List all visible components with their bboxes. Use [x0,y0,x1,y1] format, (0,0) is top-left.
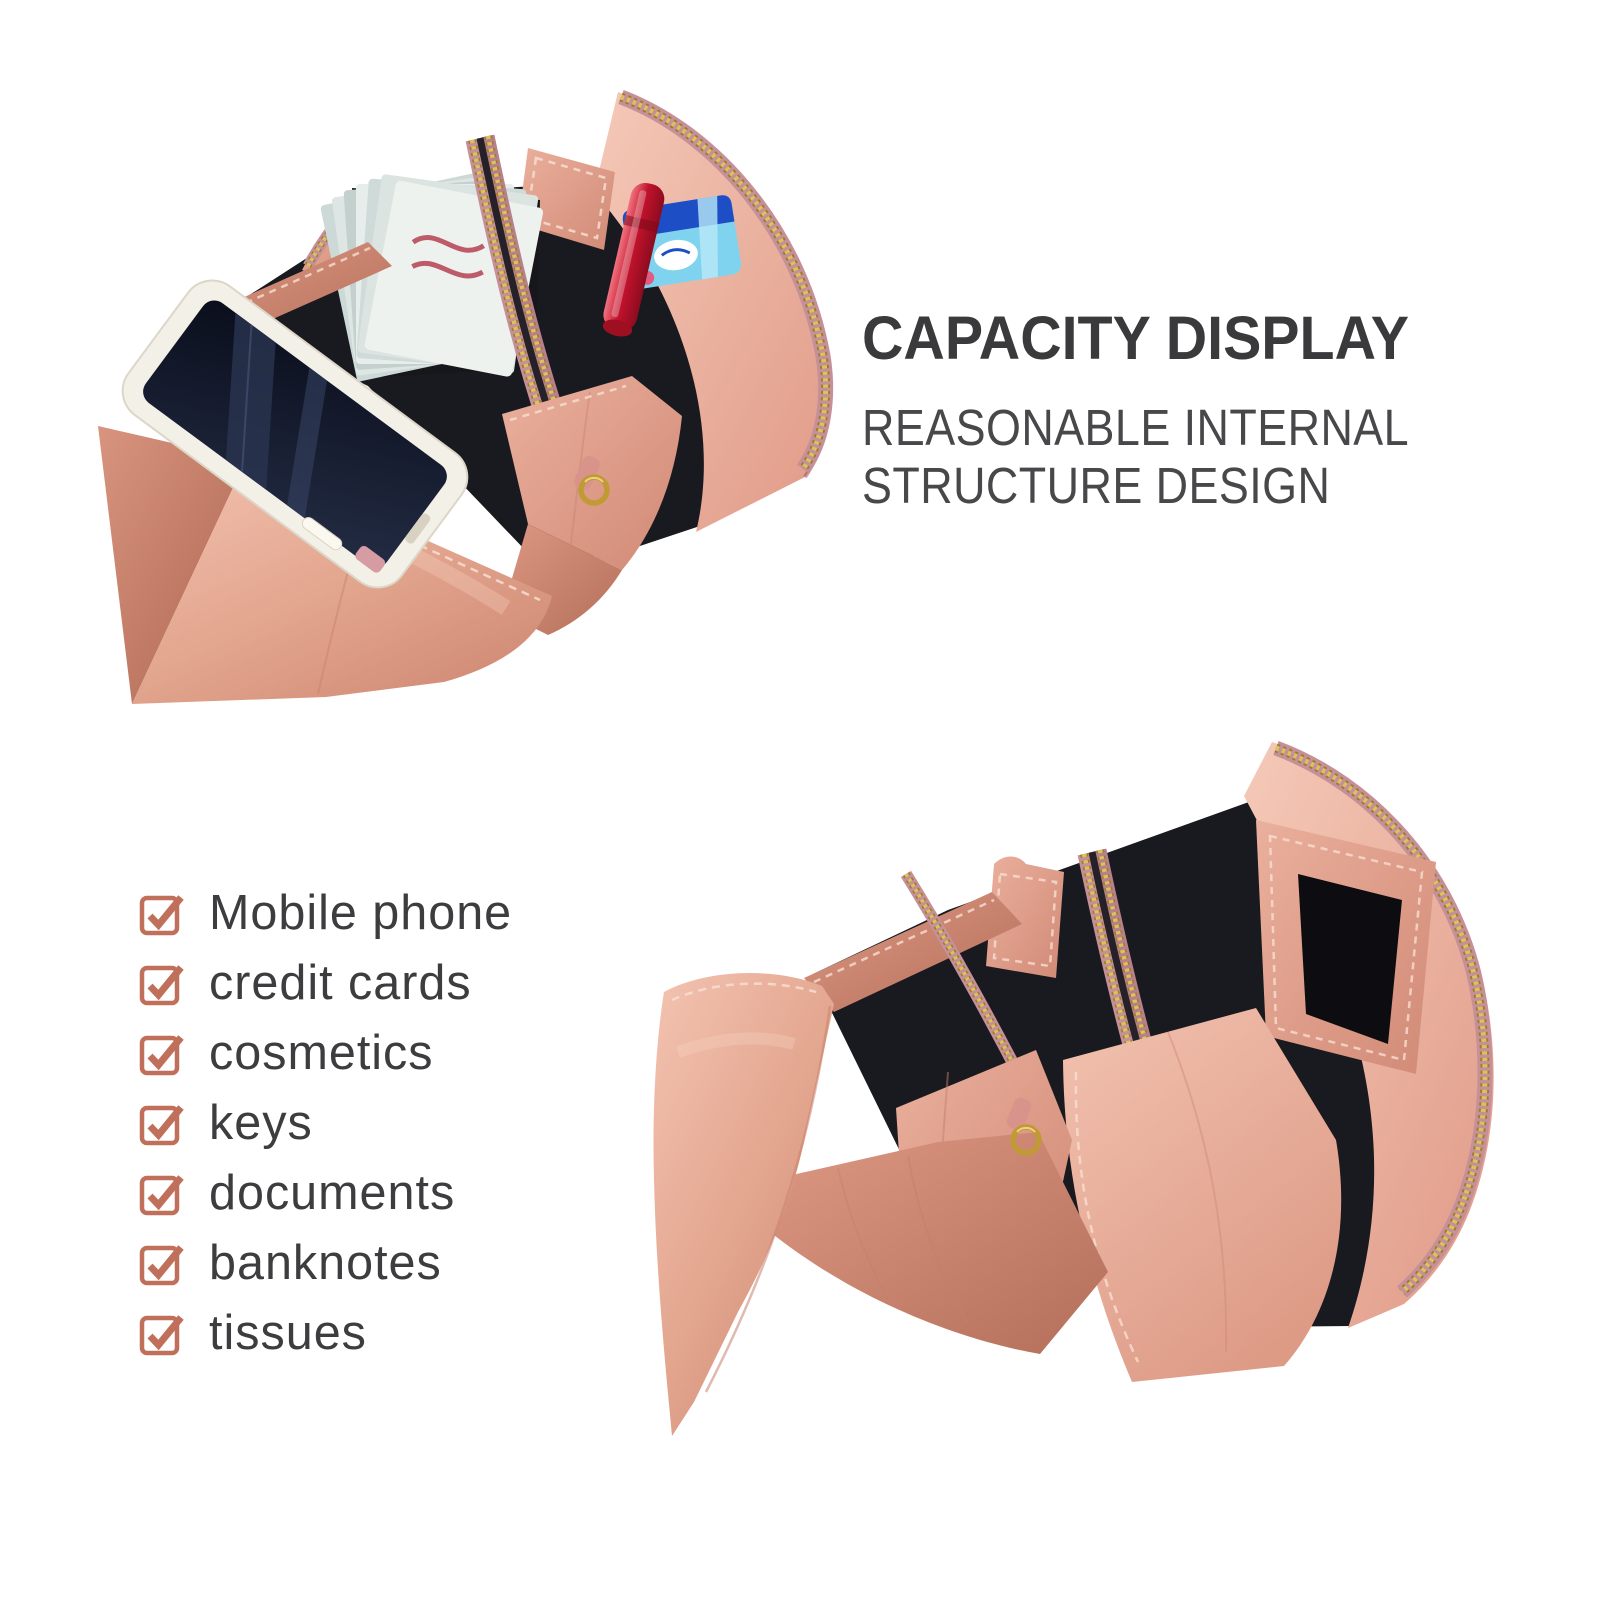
checklist-label: cosmetics [209,1026,434,1080]
checklist-label: keys [209,1096,313,1150]
page-title: CAPACITY DISPLAY [862,304,1409,372]
phone-window-pocket [1256,820,1436,1074]
checklist-item: Mobile phone [137,878,515,948]
checklist-item: cosmetics [137,1018,515,1088]
red-pen [602,182,665,337]
checklist-label: banknotes [209,1236,442,1290]
checklist-label: credit cards [209,956,472,1010]
checklist-item: credit cards [137,948,515,1018]
checkbox-checked-icon [139,1034,184,1075]
wallet-photo-bottom [608,712,1498,1452]
checklist-item: tissues [137,1298,515,1368]
checklist-label: tissues [209,1306,367,1360]
checklist-item: banknotes [137,1228,515,1298]
accordion-pockets [770,1132,1108,1354]
checkbox-checked-icon [139,1244,184,1285]
heading-block: CAPACITY DISPLAY REASONABLE INTERNAL STR… [862,308,1484,514]
subtitle-line-1: REASONABLE INTERNAL [862,399,1410,456]
front-flap [653,973,834,1436]
checkbox-checked-icon [139,894,184,935]
left-pocket-rim [804,892,1022,1012]
capacity-checklist: Mobile phone credit cards cosmetics keys [137,878,515,1368]
checklist-item: keys [137,1088,515,1158]
checklist-label: Mobile phone [209,886,513,940]
page-subtitle: REASONABLE INTERNAL STRUCTURE DESIGN [862,399,1409,514]
checkbox-checked-icon [139,1314,184,1355]
checkbox-checked-icon [139,1104,184,1145]
checklist-label: documents [209,1166,456,1220]
checkbox-checked-icon [139,1174,184,1215]
checkbox-checked-icon [139,964,184,1005]
wallet-photo-top [70,52,850,717]
front-pocket-face [1063,1008,1342,1382]
wallet-empty-illustration [653,740,1494,1436]
mobile-phone [121,279,469,589]
checklist-item: documents [137,1158,515,1228]
d-ring [574,456,610,506]
subtitle-line-2: STRUCTURE DESIGN [862,456,1331,514]
wallet-with-contents-illustration [98,89,834,704]
d-ring [1006,1097,1042,1156]
